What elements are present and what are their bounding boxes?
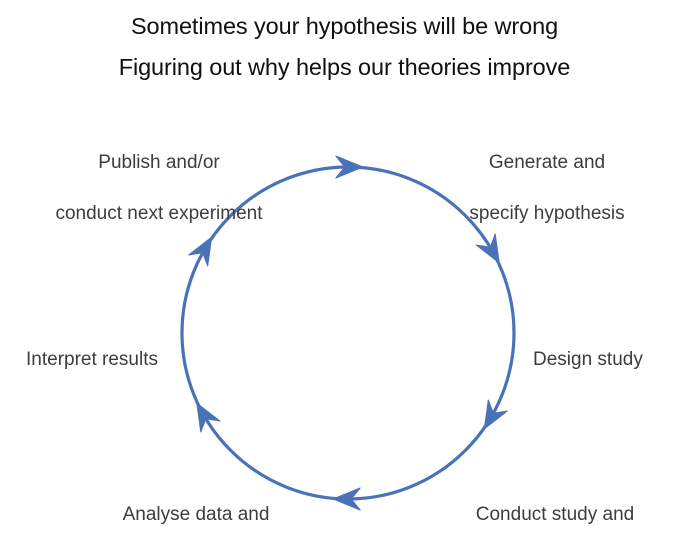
title-line-1: Sometimes your hypothesis will be wrong [130, 13, 559, 39]
stage-label-design-line-1: Design study [533, 348, 643, 370]
stage-label-design: Design study [533, 321, 683, 398]
cycle-arrowhead-3 [483, 399, 508, 430]
stage-label-conduct: Conduct study and collect data [430, 476, 680, 554]
stage-label-generate: Generate and specify hypothesis [432, 124, 662, 252]
stage-label-generate-line-1: Generate and [488, 151, 606, 173]
stage-label-publish: Publish and/or conduct next experiment [34, 124, 284, 252]
title-line-2: Figuring out why helps our theories impr… [118, 54, 571, 80]
stage-label-interpret: Interpret results [26, 321, 186, 398]
cycle-arrowhead-1 [335, 155, 364, 179]
stage-label-publish-line-2: conduct next experiment [55, 202, 263, 224]
stage-label-generate-line-2: specify hypothesis [469, 202, 625, 224]
slide-title: Sometimes your hypothesis will be wrong … [0, 0, 689, 88]
cycle-arrowhead-5 [196, 402, 221, 433]
stage-label-publish-line-1: Publish and/or [98, 151, 220, 173]
cycle-arrowhead-4 [332, 487, 361, 511]
stage-label-analyse-line-1: Analyse data and [122, 503, 270, 525]
cycle-arrowhead-2 [475, 233, 500, 264]
stage-label-analyse: Analyse data and test hypothesis [76, 476, 316, 554]
stage-label-conduct-line-1: Conduct study and [475, 503, 635, 525]
cycle-arrowhead-6 [188, 236, 213, 267]
stage-label-interpret-line-1: Interpret results [26, 348, 158, 370]
